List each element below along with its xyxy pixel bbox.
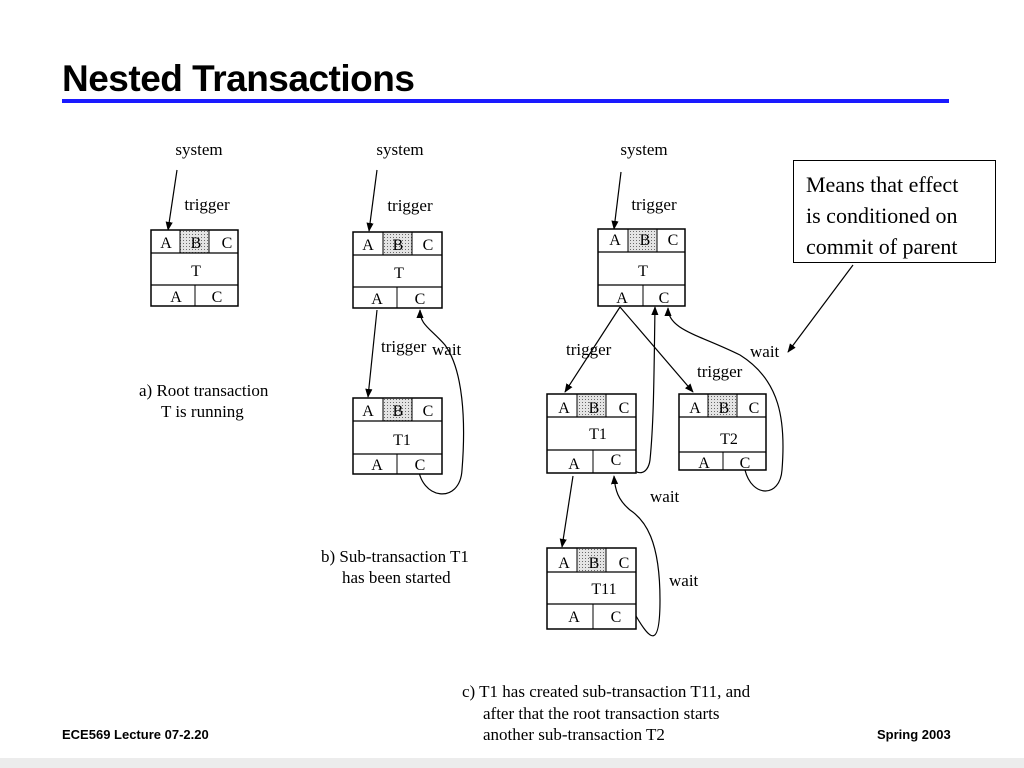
transaction-name: T <box>638 263 648 280</box>
cell-b: B <box>393 237 404 254</box>
cell-c: C <box>212 289 223 306</box>
footer-right: Spring 2003 <box>877 727 951 742</box>
cell-a: A <box>698 455 710 472</box>
trigger-arrow <box>365 309 378 398</box>
trigger-arrow <box>165 169 178 231</box>
cell-a: A <box>371 457 383 474</box>
cell-c: C <box>749 400 760 417</box>
transaction-name: T <box>191 263 201 280</box>
note-line1: Means that effect <box>806 172 959 197</box>
trigger-arrow <box>559 475 574 548</box>
wait-arrow <box>416 309 465 495</box>
cell-a: A <box>558 555 570 572</box>
transaction-name: T1 <box>393 432 411 449</box>
trigger-arrow <box>619 306 694 393</box>
transaction-name: T1 <box>589 426 607 443</box>
system-label: system <box>620 140 667 159</box>
trigger-label: trigger <box>566 340 612 359</box>
wait-label: wait <box>432 340 462 359</box>
cell-c: C <box>611 452 622 469</box>
cell-a: A <box>616 290 628 307</box>
cell-c: C <box>423 237 434 254</box>
transaction-box-t2: A B C T2 A C <box>678 393 767 472</box>
system-label: system <box>376 140 423 159</box>
wait-arrow <box>610 475 661 637</box>
cell-a: A <box>362 237 374 254</box>
cell-a: A <box>568 609 580 626</box>
cell-c: C <box>619 555 630 572</box>
cell-c: C <box>222 235 233 252</box>
caption-a-line1: a) Root transaction <box>139 381 269 400</box>
note-line2: is conditioned on <box>806 203 958 228</box>
trigger-arrow <box>366 169 378 232</box>
trigger-label: trigger <box>387 196 433 215</box>
slide-title: Nested Transactions <box>62 58 415 99</box>
caption-a-line2: T is running <box>161 402 244 421</box>
cell-a: A <box>362 403 374 420</box>
transaction-name: T2 <box>720 431 738 448</box>
wait-arrow <box>627 306 659 474</box>
cell-c: C <box>659 290 670 307</box>
cell-c: C <box>740 455 751 472</box>
cell-b: B <box>191 235 202 252</box>
transaction-box-t11: A B C T11 A C <box>546 547 637 630</box>
trigger-label: trigger <box>631 195 677 214</box>
cell-c: C <box>611 609 622 626</box>
caption-b-line2: has been started <box>342 568 451 587</box>
trigger-arrow <box>611 171 622 230</box>
transaction-name: T <box>394 265 404 282</box>
footer-left: ECE569 Lecture 07-2.20 <box>62 727 209 742</box>
cell-b: B <box>589 400 600 417</box>
transaction-box-t: A B C T A C <box>150 229 239 307</box>
cell-a: A <box>609 232 621 249</box>
cell-a: A <box>558 400 570 417</box>
cell-c: C <box>668 232 679 249</box>
transaction-box-t1: A B C T1 A C <box>546 393 637 474</box>
note-box: Means that effect is conditioned on comm… <box>793 160 996 263</box>
wait-label: wait <box>750 342 780 361</box>
cell-c: C <box>423 403 434 420</box>
note-line3: commit of parent <box>806 234 958 259</box>
trigger-label: trigger <box>381 337 427 356</box>
note-arrow <box>787 264 854 353</box>
title-rule <box>62 99 949 103</box>
cell-b: B <box>589 555 600 572</box>
diagram-b: system trigger A B C T A C trigger wait <box>321 140 469 587</box>
wait-label: wait <box>669 571 699 590</box>
wait-label: wait <box>650 487 680 506</box>
cell-c: C <box>619 400 630 417</box>
diagram-a: system trigger A B C T A C a) Root trans… <box>139 140 269 421</box>
bottom-band <box>0 758 1024 768</box>
transaction-box-t: A B C T A C <box>597 228 686 307</box>
system-label: system <box>175 140 222 159</box>
cell-b: B <box>640 232 651 249</box>
caption-c-line1: c) T1 has created sub-transaction T11, a… <box>462 682 751 701</box>
cell-a: A <box>568 456 580 473</box>
cell-c: C <box>415 457 426 474</box>
transaction-name: T11 <box>591 581 616 598</box>
cell-a: A <box>160 235 172 252</box>
trigger-label: trigger <box>697 362 743 381</box>
cell-b: B <box>393 403 404 420</box>
wait-arrow <box>664 307 784 492</box>
cell-a: A <box>689 400 701 417</box>
cell-a: A <box>371 291 383 308</box>
transaction-box-t: A B C T A C <box>352 231 443 309</box>
trigger-label: trigger <box>184 195 230 214</box>
cell-a: A <box>170 289 182 306</box>
cell-c: C <box>415 291 426 308</box>
trigger-arrow <box>564 306 621 393</box>
cell-b: B <box>719 400 730 417</box>
caption-c-line2: after that the root transaction starts <box>483 704 720 723</box>
caption-b-line1: b) Sub-transaction T1 <box>321 547 469 566</box>
diagram-c: system trigger A B C T A C trigger <box>462 140 784 744</box>
caption-c-line3: another sub-transaction T2 <box>483 725 665 744</box>
transaction-box-t1: A B C T1 A C <box>352 397 443 475</box>
